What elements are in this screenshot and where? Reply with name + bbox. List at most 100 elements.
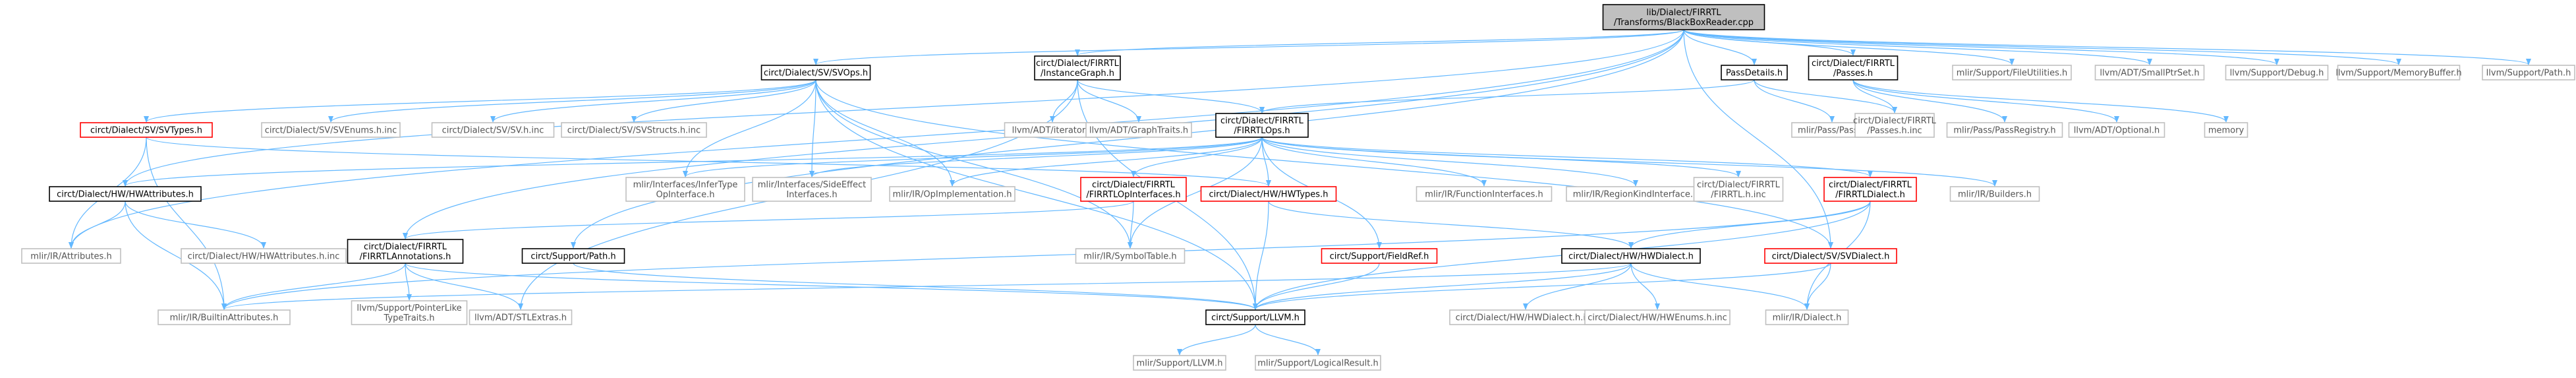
node-label: circt/Dialect/SV/SVEnums.h.inc [265,126,397,136]
node-fieldref[interactable]: circt/Support/FieldRef.h [1321,248,1438,264]
node-label: circt/Dialect/SV/SVTypes.h [90,126,202,136]
edge-hwdialect-to-hwdialectinc [1523,263,1632,310]
node-firrtlannos[interactable]: circt/Dialect/FIRRTL/FIRRTLAnnotations.h [347,239,464,264]
node-hwattrs[interactable]: circt/Dialect/HW/HWAttributes.h [49,186,202,202]
edge-instgraph-to-graphtraits [1077,79,1141,123]
node-label: mlir/IR/Dialect.h [1773,313,1842,323]
edge-hwdialect-to-hwenumsinc [1630,263,1660,310]
node-firrtlopiface[interactable]: circt/Dialect/FIRRTL/FIRRTLOpInterfaces.… [1080,177,1187,202]
edge-passdetails-to-mlirpass [1754,79,1835,123]
node-box [1085,122,1192,138]
node-label: circt/Dialect/HW/HWAttributes.h [57,190,194,200]
node-builtinattrs: mlir/IR/BuiltinAttributes.h [157,309,291,325]
node-label: /FIRRTLOps.h [1234,126,1290,136]
node-box [1693,177,1784,202]
node-iterator: llvm/ADT/iterator.h [1004,122,1101,138]
node-label: llvm/ADT/Optional.h [2074,126,2160,136]
node-label: circt/Dialect/SV/SVStructs.h.inc [567,126,701,136]
edge-firrtlannos-to-builtinattrs [221,263,406,310]
node-box [2094,65,2205,80]
edge-root-to-smallptrset [1683,29,2152,65]
edge-firrtlops-to-regionkind [1261,137,1638,187]
edge-svdialect-to-llvmh [1253,263,1831,310]
node-label: mlir/IR/OpImplementation.h [893,190,1012,200]
node-box [1721,65,1788,80]
node-firrtlops[interactable]: circt/Dialect/FIRRTL/FIRRTLOps.h [1215,113,1309,138]
node-box [21,248,121,264]
edge-root-to-fileutil [1683,29,2015,65]
edge-svops-to-llvmh [815,79,1258,310]
node-hwdialectinc: circt/Dialect/HW/HWDialect.h.inc [1449,309,1602,325]
node-passes[interactable]: circt/Dialect/FIRRTL/Passes.h [1808,55,1899,80]
edge-firrtlopiface-to-firrtlannos [403,201,1134,239]
node-label: /FIRRTLOpInterfaces.h [1086,190,1180,200]
edge-firrtlopiface-to-symboltable [1128,201,1134,249]
edge-hwtypes-to-hwdialect [1268,201,1634,249]
node-label: /InstanceGraph.h [1041,69,1114,79]
edge-firrtlops-to-funciface [1261,137,1487,187]
node-svops[interactable]: circt/Dialect/SV/SVOps.h [760,65,871,80]
node-svenums: circt/Dialect/SV/SVEnums.h.inc [261,122,401,138]
node-label: mlir/Support/LogicalResult.h [1257,359,1378,369]
node-svtypes[interactable]: circt/Dialect/SV/SVTypes.h [80,122,213,138]
node-svinc: circt/Dialect/SV/SV.h.inc [431,122,555,138]
node-box [1946,122,2063,138]
edge-root-to-instgraph [1075,29,1684,56]
edge-svops-to-svdialect [815,79,1833,249]
node-svdialect[interactable]: circt/Dialect/SV/SVDialect.h [1764,248,1897,264]
edge-svops-to-svtypes [144,79,816,123]
node-hwtypes[interactable]: circt/Dialect/HW/HWTypes.h [1200,186,1337,202]
node-box [1949,186,2040,202]
node-box [1764,248,1897,264]
node-label: Interfaces.h [786,190,837,200]
edge-firrtldialect-to-hwdialect [1628,201,1871,249]
node-label: /FIRRTL.h.inc [1711,190,1766,200]
node-label: PassDetails.h [1726,69,1783,79]
node-passdetails[interactable]: PassDetails.h [1721,65,1788,80]
node-smallptrset: llvm/ADT/SmallPtrSet.h [2094,65,2205,80]
edge-layer [69,29,2531,356]
node-supportpath[interactable]: circt/Support/Path.h [521,248,625,264]
node-hwdialect[interactable]: circt/Dialect/HW/HWDialect.h [1561,248,1701,264]
node-label: circt/Dialect/SV/SVOps.h [764,69,868,79]
node-box [2225,65,2329,80]
node-symboltable: mlir/IR/SymbolTable.h [1075,248,1186,264]
node-label: /FIRRTLAnnotations.h [360,252,451,262]
node-debug: llvm/Support/Debug.h [2225,65,2329,80]
node-label: mlir/Interfaces/SideEffect [758,180,867,190]
node-label: circt/Dialect/FIRRTL [1220,116,1304,126]
node-layer: lib/Dialect/FIRRTL/Transforms/BlackBoxRe… [21,4,2575,371]
node-box [2204,122,2248,138]
edge-hwdialect-to-mlirdialect [1630,263,1810,310]
node-root[interactable]: lib/Dialect/FIRRTL/Transforms/BlackBoxRe… [1602,4,1765,30]
edge-svops-to-svstructs [631,79,816,123]
edge-passes-to-memory [1852,79,2229,123]
node-box [1823,177,1917,202]
node-label: circt/Dialect/FIRRTL [1697,180,1781,190]
node-box [1765,309,1849,325]
node-label: llvm/Support/MemoryBuffer.h [2335,69,2461,79]
edge-svdialect-to-mlirdialect [1804,263,1831,310]
node-logicalresult: mlir/Support/LogicalResult.h [1255,355,1381,371]
edge-root-to-supportpath [571,29,1684,249]
node-label: /Passes.h.inc [1867,126,1922,136]
node-passesinc: circt/Dialect/FIRRTL/Passes.h.inc [1853,113,1937,138]
node-llvmh[interactable]: circt/Support/LLVM.h [1205,309,1305,325]
node-instgraph[interactable]: circt/Dialect/FIRRTL/InstanceGraph.h [1034,55,1121,80]
node-fileutil: mlir/Support/FileUtilities.h [1952,65,2072,80]
node-label: circt/Dialect/FIRRTL [364,242,447,252]
node-mlirdialect: mlir/IR/Dialect.h [1765,309,1849,325]
node-firrtldialect[interactable]: circt/Dialect/FIRRTL/FIRRTLDialect.h [1823,177,1917,202]
node-label: memory [2208,126,2245,136]
node-box [181,248,347,264]
node-label: llvm/Support/PointerLike [357,303,461,313]
node-label: circt/Dialect/SV/SVDialect.h [1772,252,1890,262]
node-box [625,177,745,202]
edge-fieldref-to-llvmh [1253,263,1380,310]
node-box [1602,4,1765,30]
node-mlirpass: mlir/Pass/Pass.h [1791,122,1873,138]
node-label: mlir/IR/FunctionInterfaces.h [1425,190,1543,200]
node-label: circt/Dialect/FIRRTL [1812,59,1895,69]
